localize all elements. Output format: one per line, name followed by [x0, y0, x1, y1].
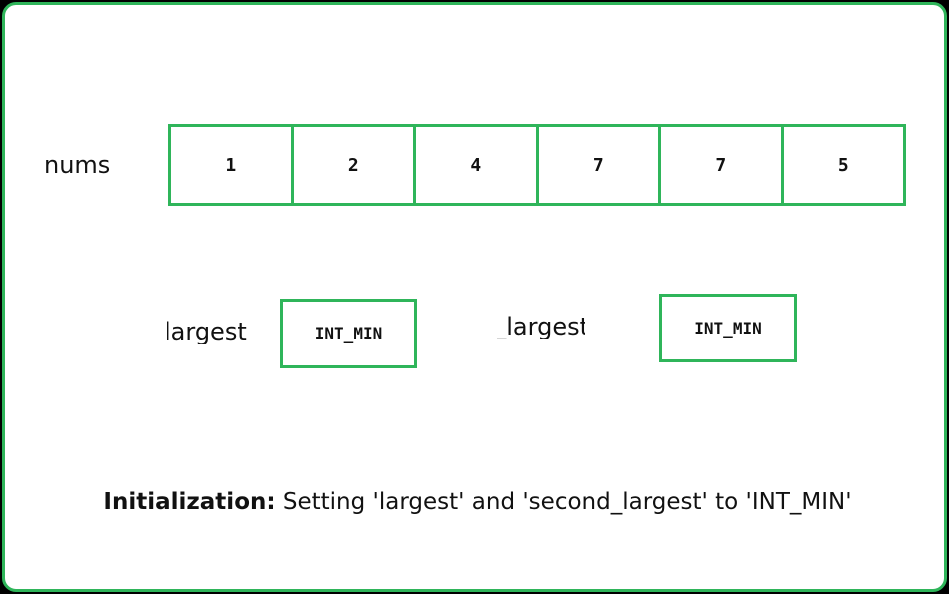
caption-text: Setting 'largest' and 'second_largest' t…: [275, 489, 852, 515]
array-cell-0: 1: [171, 127, 294, 203]
nums-label: nums: [44, 151, 111, 179]
second-largest-label: second_largest: [497, 315, 585, 339]
caption-title: Initialization:: [103, 489, 276, 515]
second-largest-label-clip: second_largest: [497, 315, 585, 339]
caption: Initialization: Setting 'largest' and 's…: [5, 489, 944, 515]
array-cell-1: 2: [294, 127, 416, 203]
array-cell-4: 7: [661, 127, 784, 203]
nums-array: 1 2 4 7 7 5: [168, 124, 906, 206]
second-largest-value-box: INT_MIN: [659, 294, 797, 362]
largest-label: largest: [167, 320, 247, 344]
largest-value-box: INT_MIN: [280, 299, 417, 368]
array-cell-2: 4: [416, 127, 539, 203]
array-cell-5: 5: [837, 154, 849, 176]
array-cell-3: 7: [539, 127, 661, 203]
